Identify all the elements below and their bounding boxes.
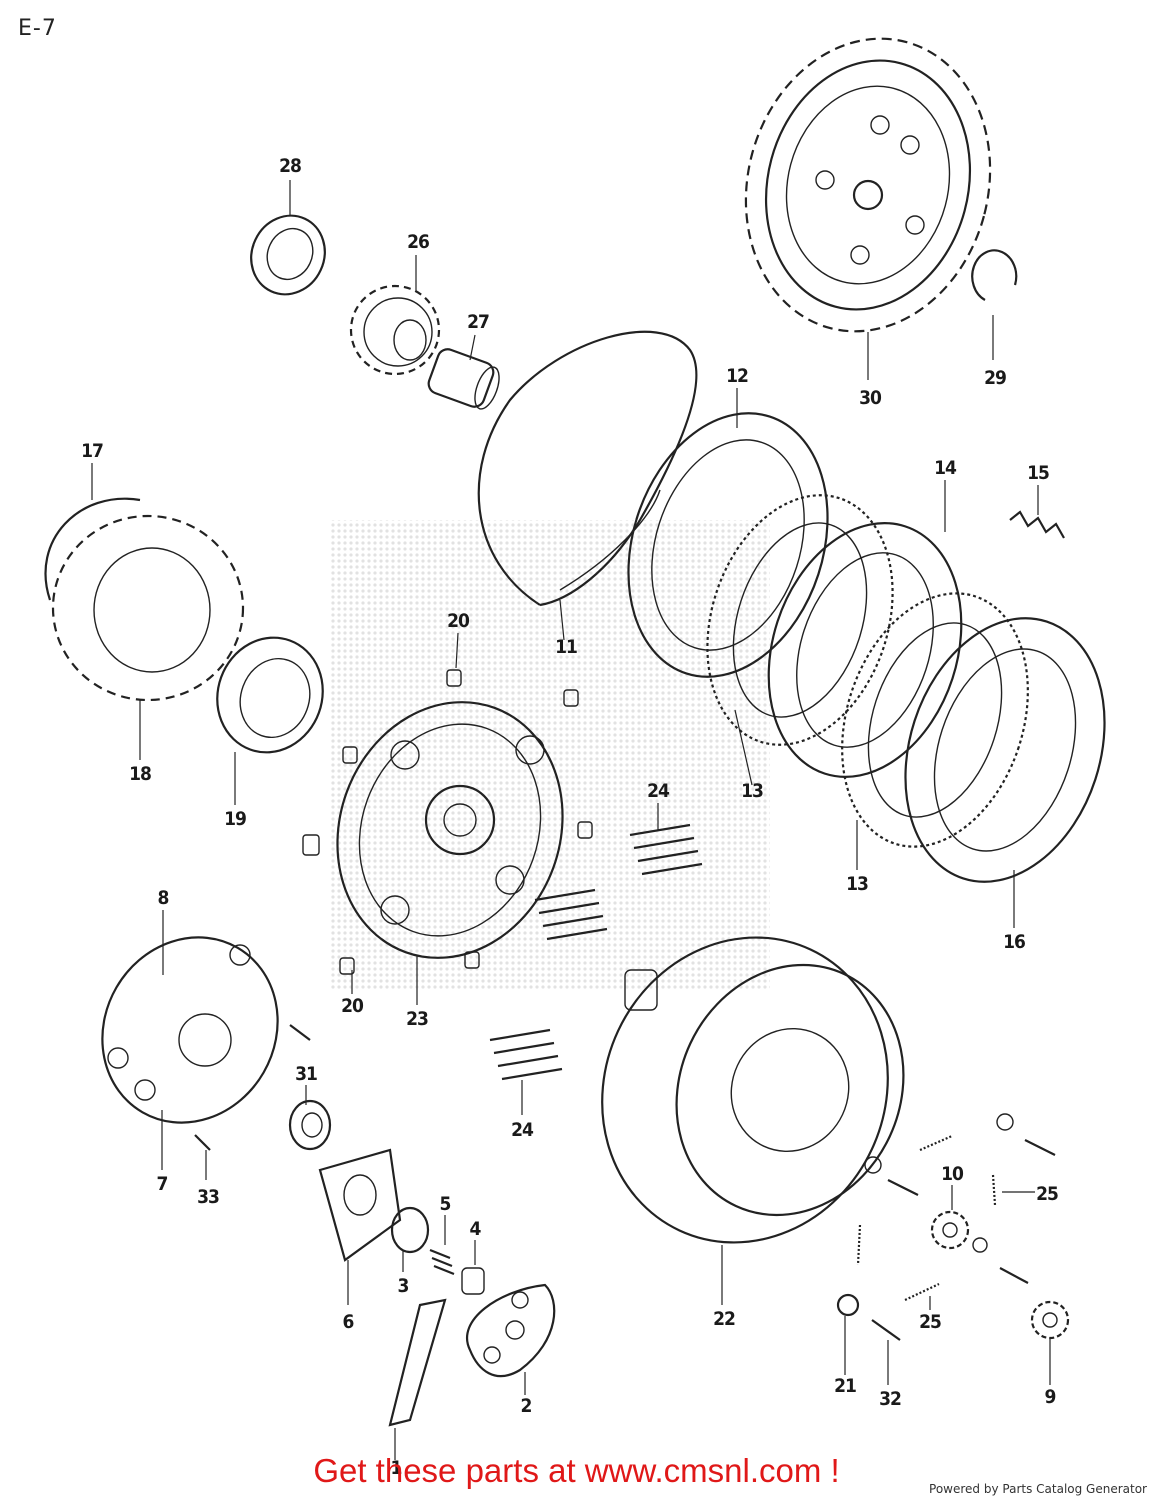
spring-24a xyxy=(629,823,703,876)
screw-right-lower xyxy=(999,1267,1029,1284)
spring-band-11 xyxy=(477,330,698,607)
callout-17: 17 xyxy=(81,440,103,462)
spring-25-lower xyxy=(904,1283,940,1301)
callout-11: 11 xyxy=(555,636,577,658)
roller-20d xyxy=(577,821,593,839)
spring-24b xyxy=(534,888,608,941)
callout-20-lower: 20 xyxy=(341,995,364,1017)
roller-20c xyxy=(342,746,358,764)
callout-25-lower: 25 xyxy=(919,1311,941,1333)
callout-20-upper: 20 xyxy=(447,610,470,632)
spring-5 xyxy=(429,1248,455,1276)
clutch-plate-16 xyxy=(904,617,1106,883)
leader-lines xyxy=(91,180,1051,1460)
oil-seal-28 xyxy=(250,214,326,296)
clutch-center-23 xyxy=(336,701,564,959)
callout-29: 29 xyxy=(984,367,1006,389)
callout-4: 4 xyxy=(470,1218,482,1240)
roller-20e xyxy=(302,834,320,856)
spring-25-upper xyxy=(919,1134,953,1152)
spring-lower-left xyxy=(856,1224,862,1266)
gear-26 xyxy=(349,284,441,376)
callout-19: 19 xyxy=(224,808,246,830)
hub-19 xyxy=(216,636,324,754)
callout-5: 5 xyxy=(440,1193,451,1215)
callout-24-upper: 24 xyxy=(647,780,670,802)
circlip-17 xyxy=(44,497,141,601)
cam-plate-2 xyxy=(466,1283,556,1378)
circlip-29 xyxy=(971,249,1018,301)
callout-13-upper: 13 xyxy=(741,780,763,802)
callout-1: 1 xyxy=(391,1457,402,1479)
roller-20a xyxy=(446,669,462,687)
screw-33 xyxy=(194,1134,211,1151)
friction-disc-13-upper xyxy=(706,494,894,746)
washer-small xyxy=(972,1237,988,1253)
callout-6: 6 xyxy=(343,1311,354,1333)
callout-24-lower: 24 xyxy=(511,1119,534,1141)
callout-16: 16 xyxy=(1003,931,1025,953)
promo-link-text[interactable]: Get these parts at www.cmsnl.com ! xyxy=(313,1452,840,1489)
cover-8 xyxy=(101,936,279,1124)
screw-upper xyxy=(289,1024,311,1041)
callout-3: 3 xyxy=(398,1275,409,1297)
callout-23: 23 xyxy=(406,1008,428,1030)
callout-14: 14 xyxy=(934,457,957,479)
washer-21 xyxy=(836,1293,860,1317)
callout-21: 21 xyxy=(834,1375,856,1397)
roller-20f xyxy=(339,957,355,975)
callout-8: 8 xyxy=(158,887,169,909)
screw-right-upper xyxy=(1024,1139,1056,1156)
callout-9: 9 xyxy=(1045,1386,1056,1408)
spring-24c xyxy=(489,1028,563,1081)
lifter-6 xyxy=(318,1148,402,1262)
callout-26: 26 xyxy=(407,231,429,253)
callout-25-right: 25 xyxy=(1036,1183,1058,1205)
washer-upper xyxy=(864,1156,882,1174)
clutch-outer-22 xyxy=(601,936,905,1244)
screw-32 xyxy=(871,1319,901,1341)
lock-nut-9 xyxy=(1030,1300,1070,1340)
bearing-31 xyxy=(288,1099,332,1151)
spring-25-right xyxy=(991,1174,997,1206)
clutch-plate-14 xyxy=(767,522,963,778)
screw-mid xyxy=(887,1179,919,1196)
callout-22: 22 xyxy=(713,1308,735,1330)
callout-18: 18 xyxy=(129,763,151,785)
page-label: E-7 xyxy=(18,16,57,41)
callout-7: 7 xyxy=(157,1173,168,1195)
callout-31: 31 xyxy=(295,1063,317,1085)
callout-15: 15 xyxy=(1027,462,1049,484)
needle-bearing-27 xyxy=(427,348,500,410)
pin-4 xyxy=(461,1267,485,1295)
callout-30: 30 xyxy=(859,387,882,409)
callout-12: 12 xyxy=(726,365,748,387)
primary-gear-30 xyxy=(744,37,992,333)
sprocket-18 xyxy=(51,514,245,702)
roller-20b xyxy=(563,689,579,707)
credit-text: Powered by Parts Catalog Generator xyxy=(929,1482,1147,1496)
ring-3 xyxy=(390,1206,430,1254)
callout-13-lower: 13 xyxy=(846,873,868,895)
part-number-callouts: 28 26 27 30 29 12 17 14 15 11 20 18 19 2… xyxy=(81,155,1059,1479)
callout-2: 2 xyxy=(521,1395,532,1417)
callout-28: 28 xyxy=(279,155,301,177)
callout-10: 10 xyxy=(941,1163,964,1185)
clutch-plate-12 xyxy=(627,412,829,678)
lock-nut-10 xyxy=(930,1210,970,1250)
callout-27: 27 xyxy=(467,311,489,333)
lever-arm-1 xyxy=(388,1298,447,1427)
callout-33: 33 xyxy=(197,1186,219,1208)
friction-disc-13-lower xyxy=(841,592,1029,848)
callout-32: 32 xyxy=(879,1388,901,1410)
spring-15 xyxy=(1009,510,1065,539)
washer-right xyxy=(996,1113,1014,1131)
